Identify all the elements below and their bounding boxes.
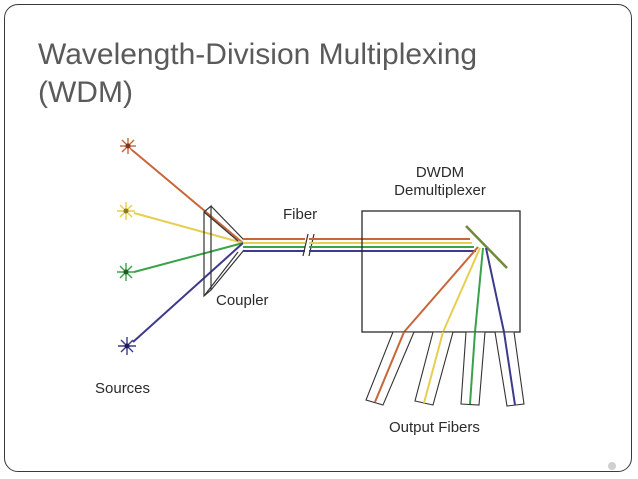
slide-title: Wavelength-Division Multiplexing (WDM) — [38, 36, 558, 112]
fiber-break — [302, 233, 315, 257]
title-line-2: (WDM) — [38, 76, 133, 109]
output-fiber-blue — [494, 331, 525, 407]
coupler-shape — [203, 204, 245, 298]
source-green-icon — [117, 263, 135, 281]
split-ray-orange — [403, 246, 479, 333]
ray-yellow — [133, 212, 244, 244]
source-yellow-icon — [117, 202, 135, 220]
title-line-1: Wavelength-Division Multiplexing — [38, 38, 478, 71]
output-fibers-label: Output Fibers — [389, 419, 480, 436]
ray-green — [133, 242, 244, 273]
demux-label-line1: DWDM — [416, 164, 464, 181]
grating-element — [465, 225, 508, 269]
fiber-bundle-right — [309, 238, 476, 252]
source-blue-icon — [118, 337, 136, 355]
output-fiber-yellow — [414, 331, 454, 406]
coupler-label: Coupler — [216, 292, 269, 309]
split-ray-yellow — [442, 247, 481, 333]
slide-indicator-dot — [608, 462, 616, 470]
demultiplexer-box — [361, 210, 521, 333]
output-fiber-orange — [365, 331, 415, 406]
fiber-bundle-left — [243, 238, 305, 252]
split-ray-blue — [485, 247, 505, 333]
demux-label-line2: Demultiplexer — [394, 182, 486, 199]
sources-label: Sources — [95, 380, 150, 397]
ray-orange — [131, 149, 244, 244]
split-ray-green — [474, 247, 484, 333]
fiber-label: Fiber — [283, 206, 317, 223]
output-fiber-green — [460, 331, 486, 406]
ray-blue — [132, 242, 244, 343]
